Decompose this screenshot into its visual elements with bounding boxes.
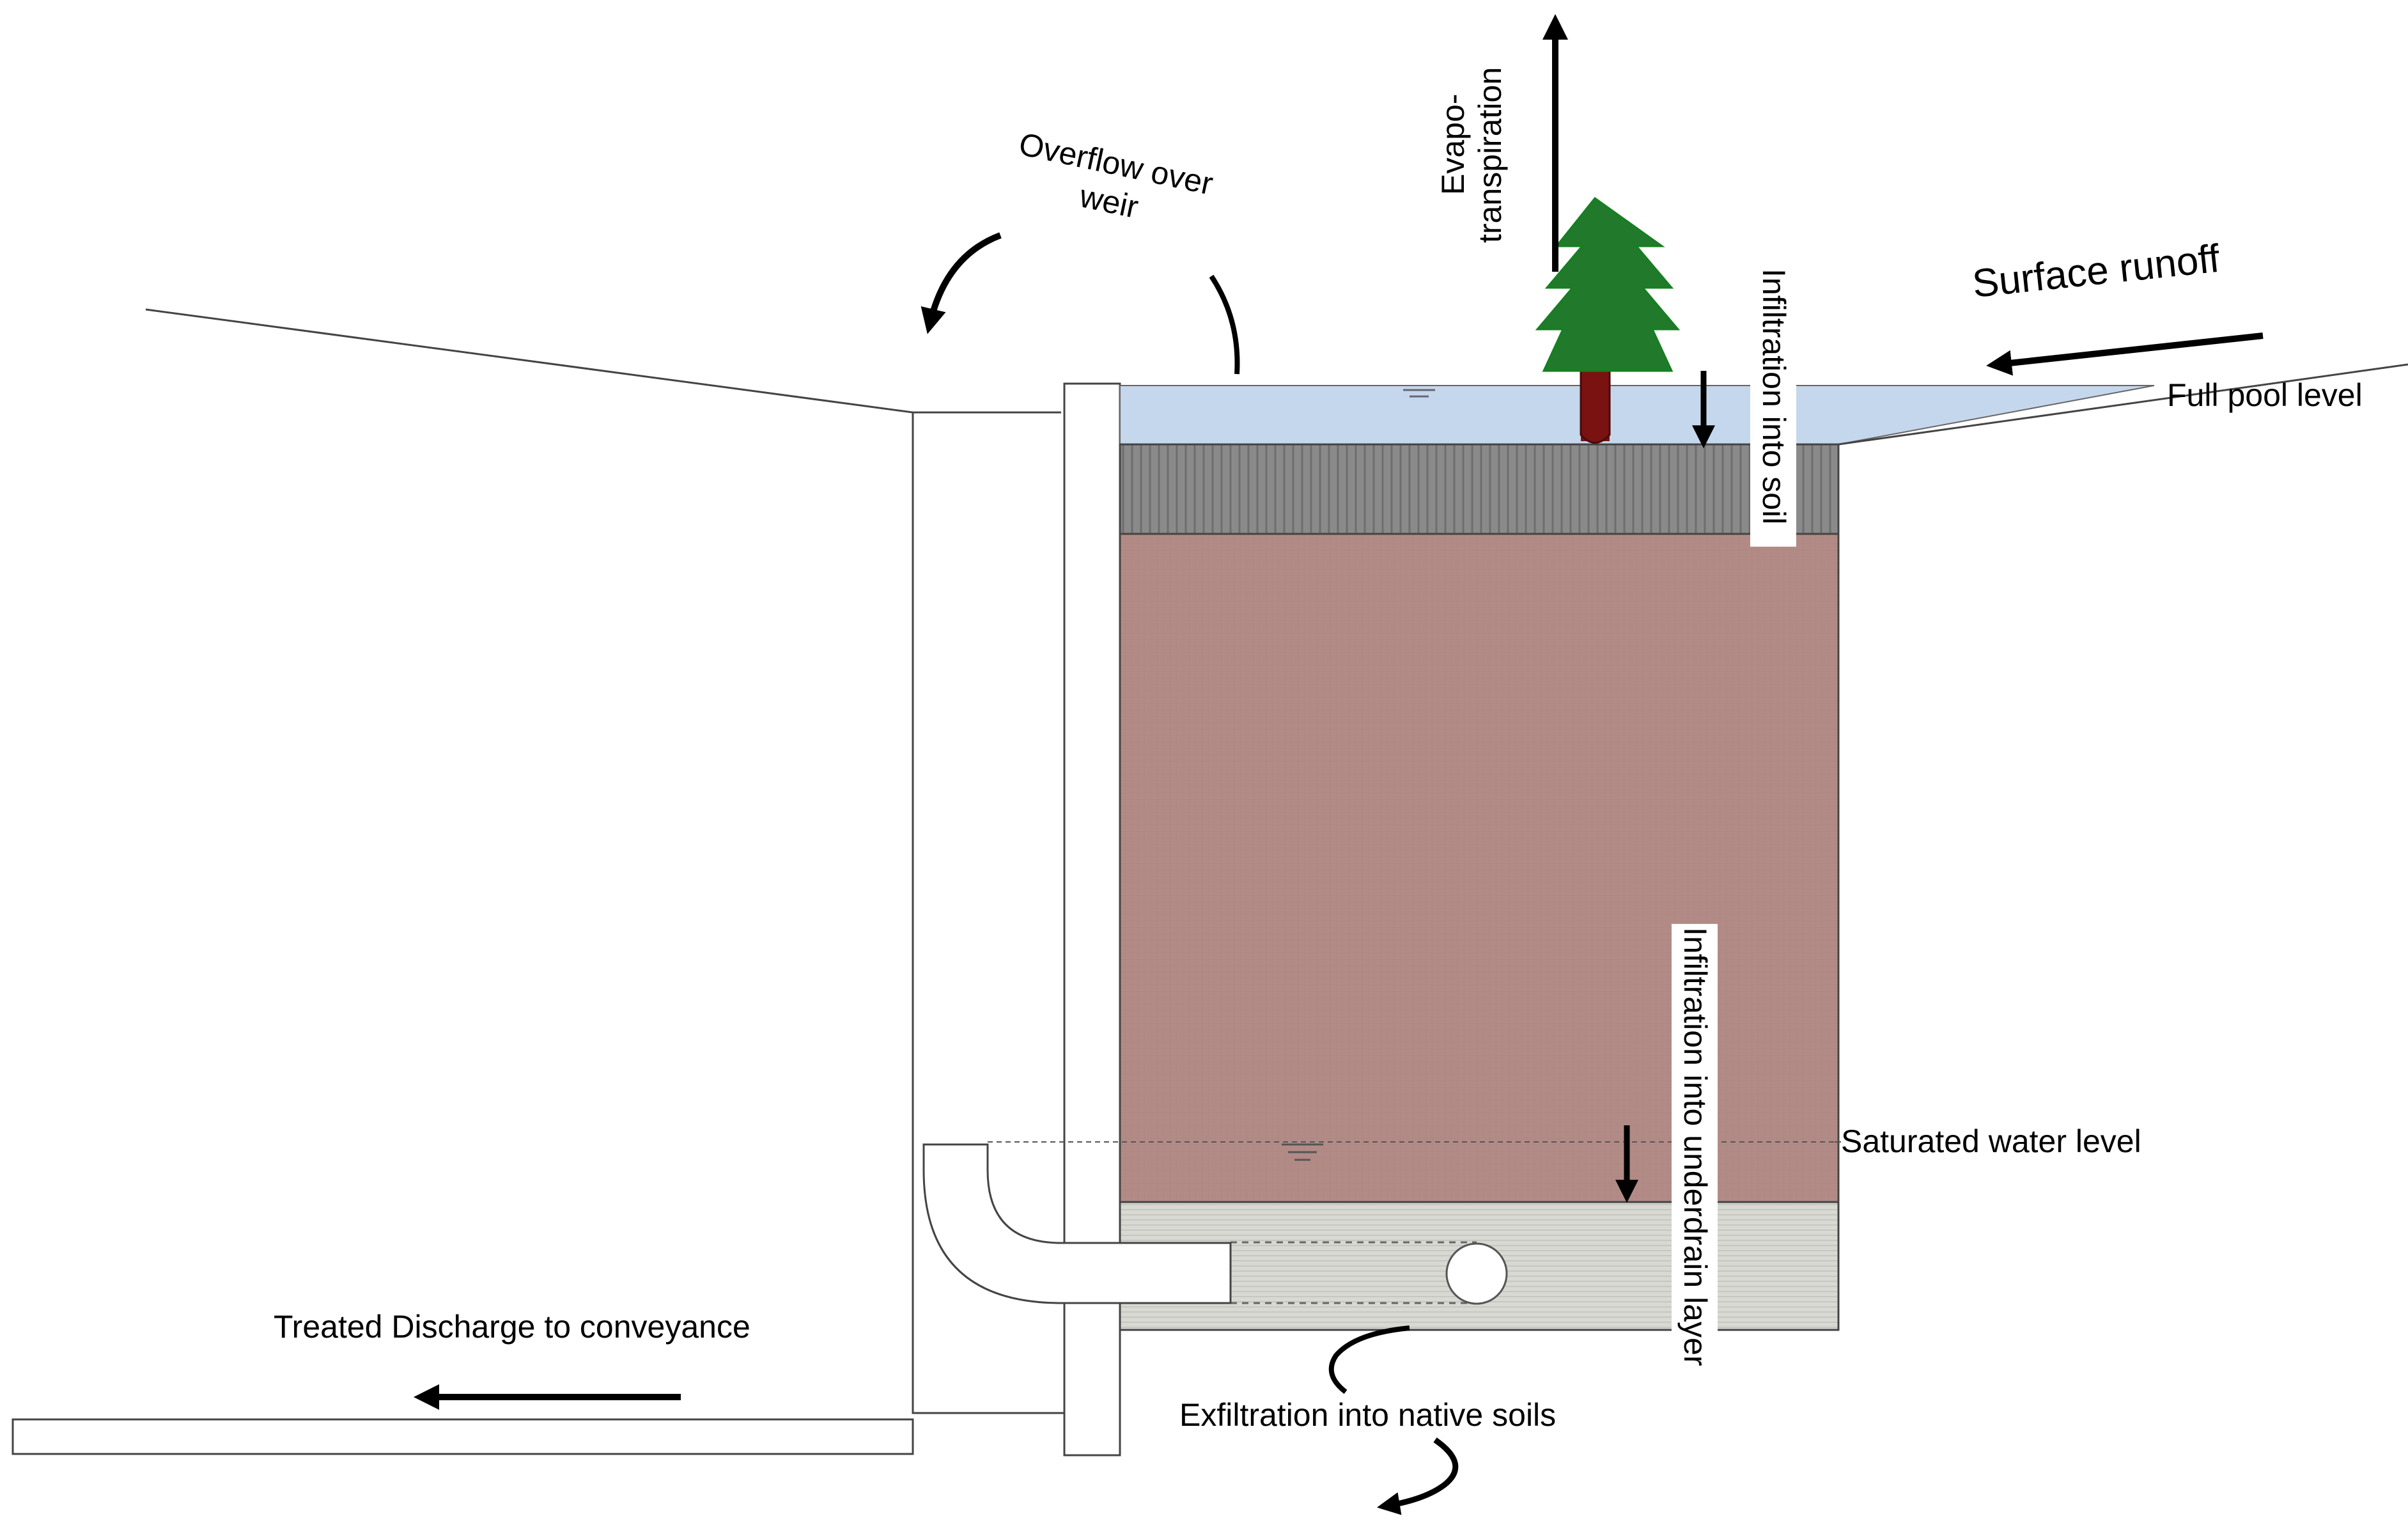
svg-text:transpiration: transpiration [1472, 67, 1508, 243]
exfiltration-arrow-top [1328, 1325, 1410, 1394]
ponding-water [1119, 385, 2155, 445]
exfiltration-arrow-bottom [1377, 1437, 1459, 1515]
water-level-symbol [1282, 1143, 1323, 1161]
overflow-arrow-left [920, 232, 1002, 334]
ground-surface-right [1838, 363, 2408, 446]
conveyance-pipe [12, 1418, 914, 1455]
tree-icon [1535, 196, 1681, 444]
svg-text:Infiltration into soil: Infiltration into soil [1756, 269, 1792, 524]
ground-surface-left [145, 308, 1061, 414]
surface-runoff-arrow [1986, 332, 2264, 376]
treated-discharge-label: Treated Discharge to conveyance [274, 1309, 750, 1345]
saturated-water-level-label: Saturated water level [1841, 1123, 2141, 1159]
overflow-arc-right [1209, 274, 1240, 375]
svg-text:Infiltration into underdrain l: Infiltration into underdrain layer [1677, 927, 1713, 1366]
underdrain-perforated-pipe [1231, 1241, 1508, 1305]
surface-runoff-label: Surface runoff [1970, 237, 2222, 306]
evapotranspiration-label: Evapo- transpiration [1435, 67, 1508, 243]
infiltration-into-soil-label: Infiltration into soil [1750, 265, 1796, 547]
overflow-label: Overflow over weir [1016, 126, 1216, 225]
exfiltration-label: Exfiltration into native soils [1179, 1397, 1556, 1433]
pool-level-symbol [1403, 389, 1435, 398]
full-pool-level-label: Full pool level [2167, 377, 2363, 413]
outlet-elbow-pipe [922, 1143, 1232, 1304]
svg-text:Evapo-: Evapo- [1435, 94, 1471, 195]
infiltration-into-underdrain-label: Infiltration into underdrain layer [1672, 924, 1718, 1410]
